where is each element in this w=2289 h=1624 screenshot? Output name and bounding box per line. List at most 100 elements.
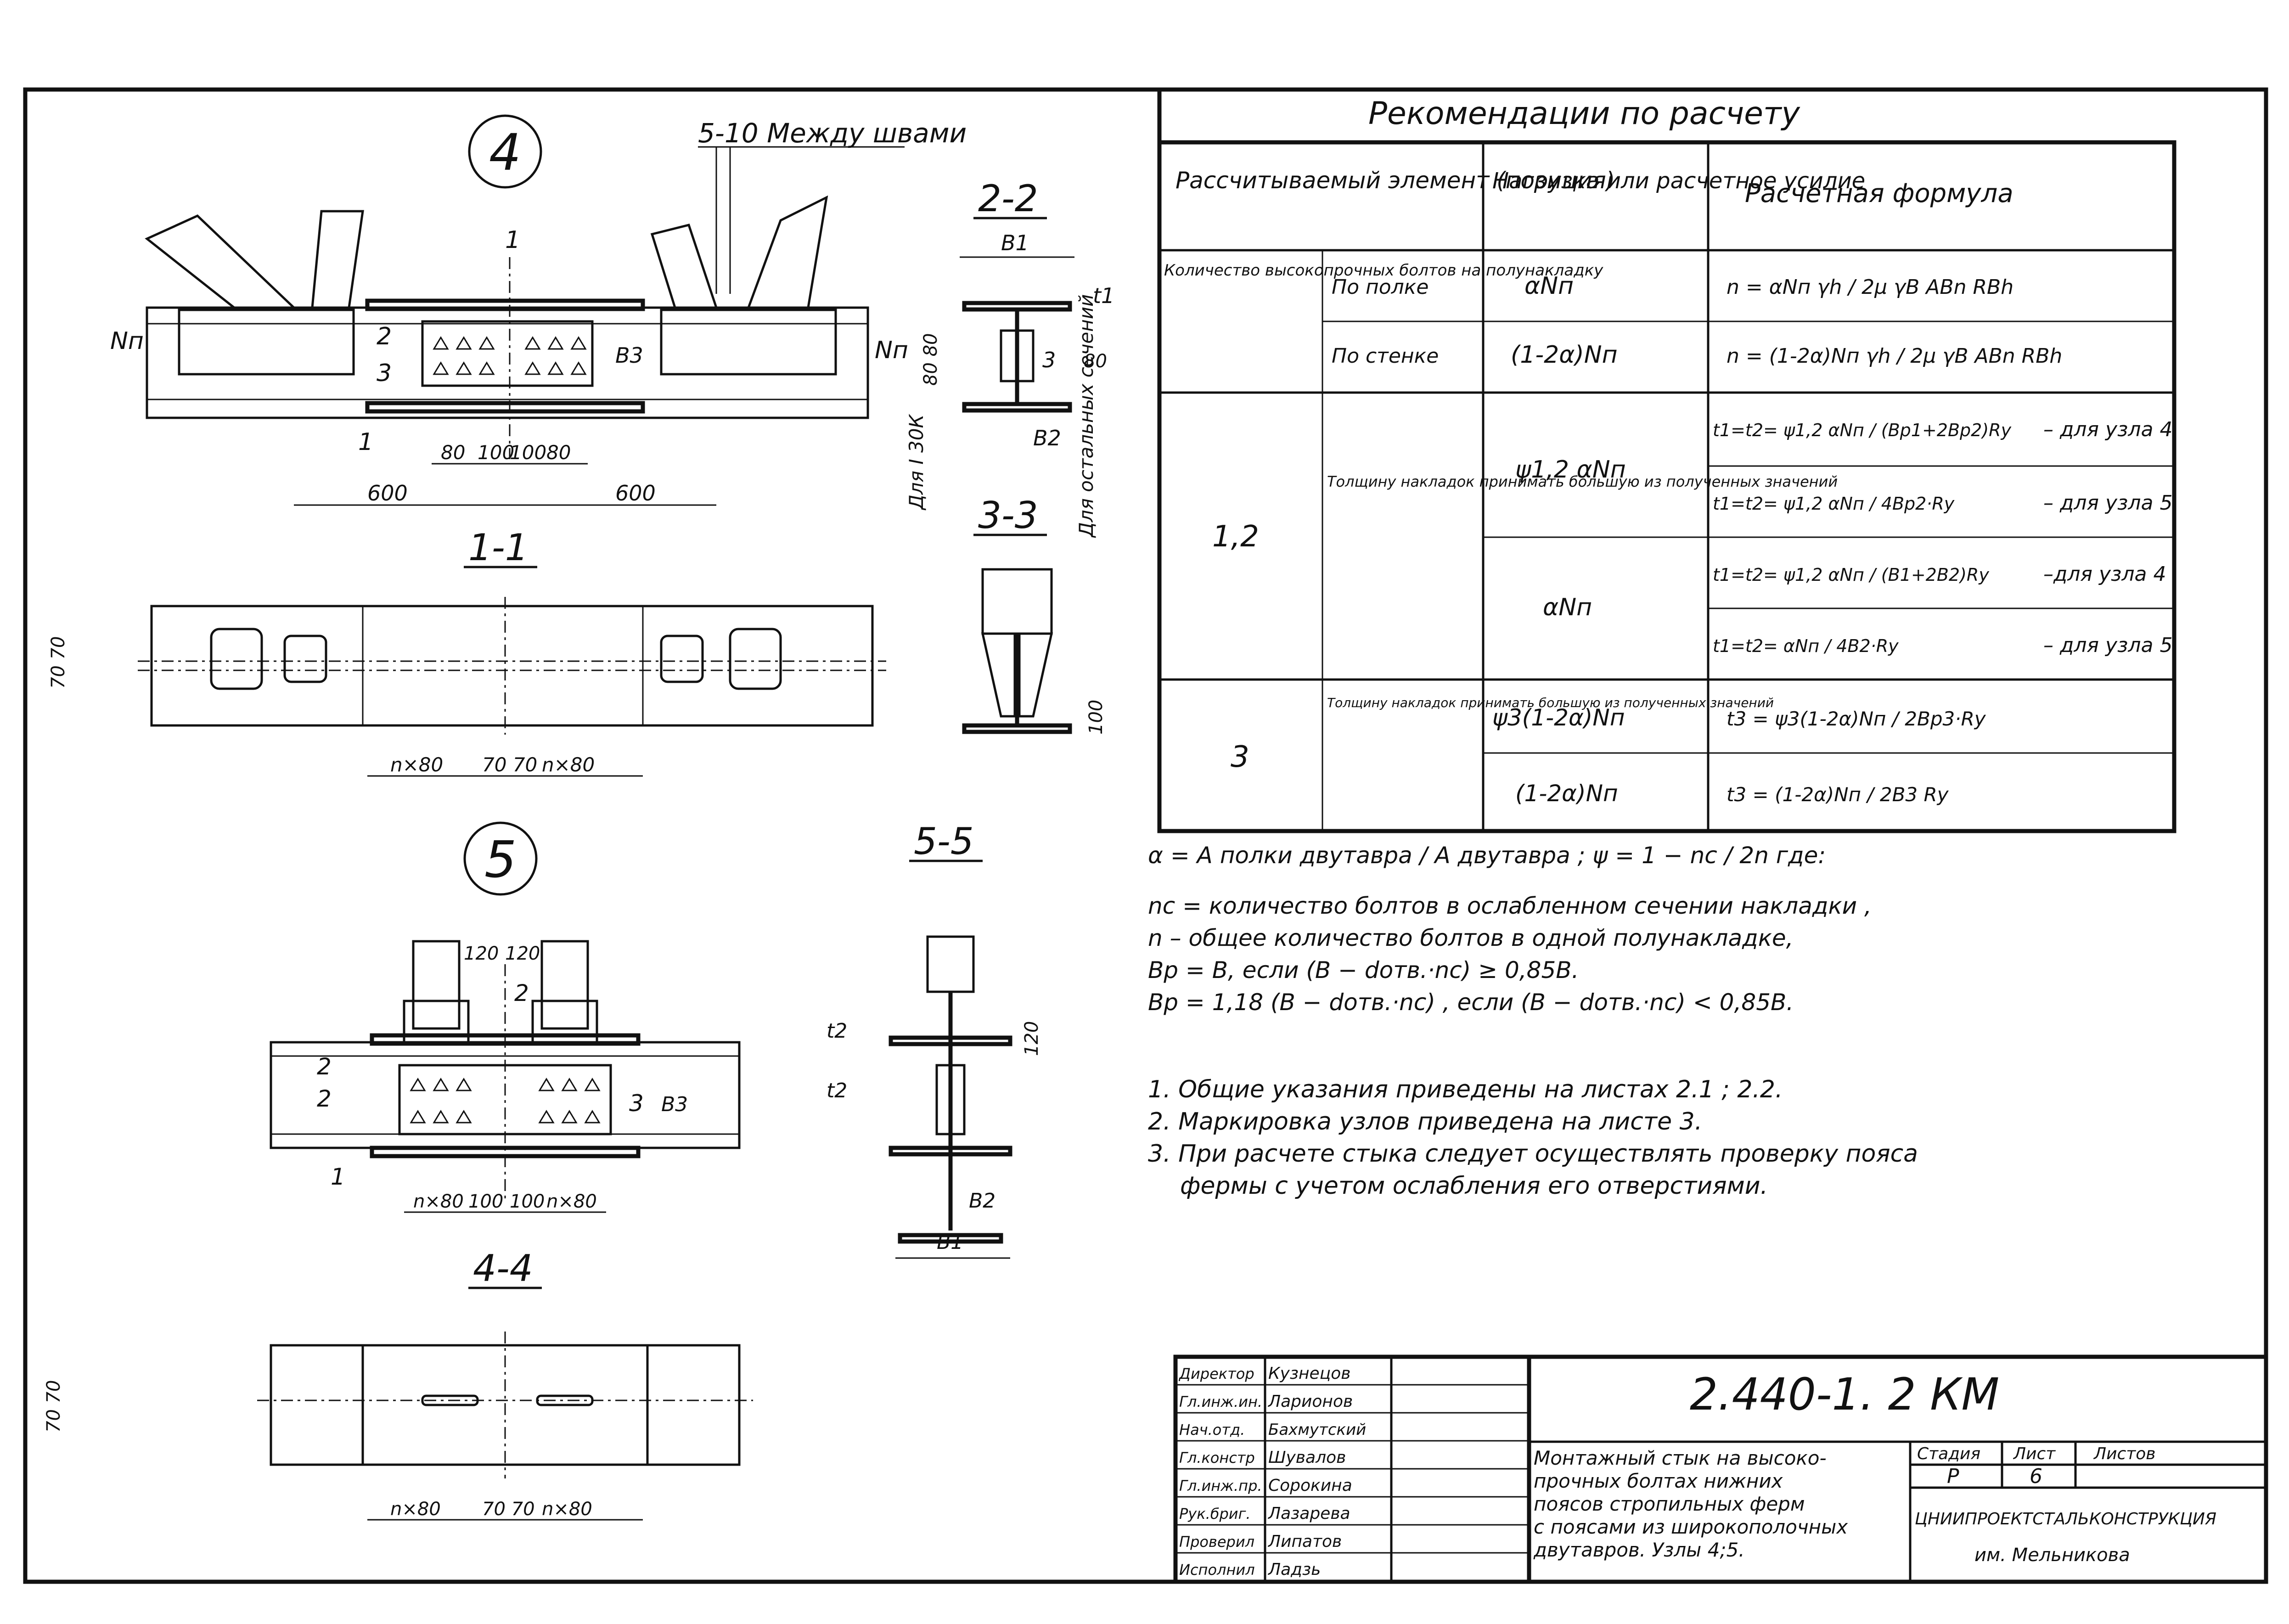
stage-label: Стадия xyxy=(1917,1444,1980,1463)
sec-5-5-title: 5-5 xyxy=(914,820,974,863)
sec-1-1-title: 1-1 xyxy=(468,526,529,569)
node5-pos2-b: 2 xyxy=(317,1085,332,1112)
section-4-4: 4-4 n×80 70 70 n×80 70 70 xyxy=(43,1247,753,1521)
sheet-frame xyxy=(23,87,2268,1584)
pos-3: 3 xyxy=(377,360,392,387)
sec44-n80-b: n×80 xyxy=(542,1499,592,1520)
name-0: Кузнецов xyxy=(1268,1364,1350,1383)
sec22-8080: 80 80 xyxy=(920,333,941,386)
row6-sub: Толщину накладок принимать большую из по… xyxy=(1327,695,1774,710)
pos-1-top: 1 xyxy=(505,226,520,254)
node-4-marker xyxy=(468,114,542,189)
section-1-1: 1-1 n×80 70 70 n×80 70 70 xyxy=(48,526,886,777)
row4-formula: t1=t2= ψ1,2 αNп / (B1+2B2)Ry xyxy=(1713,565,1989,585)
def-4: Bp = 1,18 (B − dотв.·nc) , если (B − dот… xyxy=(1148,989,1794,1016)
node5-pos3: 3 xyxy=(629,1090,644,1117)
row3-formula: t1=t2= ψ1,2 αNп / 4Bp2·Ry xyxy=(1713,494,1955,514)
name-2: Бахмутский xyxy=(1268,1421,1366,1439)
sec11-n80-left: n×80 xyxy=(390,753,443,776)
role-3: Гл.констр xyxy=(1179,1449,1255,1467)
dim-600-right: 600 xyxy=(615,481,656,506)
sec44-7070: 70 70 xyxy=(482,1499,535,1520)
org-name-2: им. Мельникова xyxy=(1974,1545,2130,1566)
node5-n80-a: n×80 xyxy=(413,1191,464,1212)
sec55-t2-a: t2 xyxy=(827,1019,847,1043)
node5-120b: 120 xyxy=(505,943,540,964)
section-2-2: 2-2 B1 t1 3 80 80 80 B2 Для I 30К Для ос… xyxy=(905,177,1114,538)
note-1: 1. Общие указания приведены на листах 2.… xyxy=(1148,1076,1783,1103)
row5-formula: t1=t2= αNп / 4B2·Ry xyxy=(1713,636,1899,656)
name-5: Лазарева xyxy=(1267,1504,1350,1523)
row6-element: 3 xyxy=(1231,740,1249,774)
name-1: Ларионов xyxy=(1267,1392,1353,1411)
sec11-70-side: 70 70 xyxy=(48,636,69,689)
def-1: nc = количество болтов в ослабленном сеч… xyxy=(1148,893,1872,919)
sec33-100: 100 xyxy=(1085,700,1107,735)
desc-2: поясов стропильных ферм xyxy=(1534,1493,1805,1515)
row4-note: –для узла 4 xyxy=(2043,562,2166,586)
row0-element: Количество высокопрочных болтов на полун… xyxy=(1164,261,1603,280)
name-3: Шувалов xyxy=(1268,1448,1346,1467)
sec22-3: 3 xyxy=(1042,348,1056,372)
node-4-elevation: 4 5-10 Между швами Nп Nп 1 2 xyxy=(110,114,967,506)
name-7: Ладзь xyxy=(1267,1560,1321,1579)
for-other: Для остальных сечений xyxy=(1075,294,1097,538)
node-4-number: 4 xyxy=(489,123,521,182)
role-5: Рук.бриг. xyxy=(1179,1505,1251,1523)
sec55-b1: B1 xyxy=(937,1231,963,1254)
node5-pos2-top: 2 xyxy=(514,980,529,1006)
node-5-elevation: 5 120 120 2 2 2 3 B3 1 n×80 100 100 n×80 xyxy=(270,821,741,1213)
sec22-b1: B1 xyxy=(1001,230,1029,255)
row4-load: αNп xyxy=(1543,594,1592,621)
sec22-b2: B2 xyxy=(1033,426,1061,450)
weld-note: 5-10 Между швами xyxy=(698,118,967,149)
node5-b3: B3 xyxy=(661,1093,688,1116)
recommendations-table: Рекомендации по расчету Рассчитываемый э… xyxy=(1157,90,2177,833)
note-2: 2. Маркировка узлов приведена на листе 3… xyxy=(1148,1108,1702,1135)
row2-note: – для узла 4 xyxy=(2043,418,2173,441)
section-5-5: 5-5 t2 t2 120 B2 B1 xyxy=(827,820,1042,1259)
force-left: Nп xyxy=(110,327,144,355)
row1-formula: n = (1-2α)Nп γh / 2μ γB ABn RBh xyxy=(1727,344,2062,368)
node5-pos1: 1 xyxy=(331,1163,345,1190)
row5-note: – для узла 5 xyxy=(2043,634,2173,657)
dim-100-a: 100 xyxy=(478,441,514,464)
title-block: 2.440-1. 2 КМ Директор Кузнецов Гл.инж.и… xyxy=(1173,1354,2268,1584)
b3-label: B3 xyxy=(615,343,643,368)
def-0: α = A полки двутавра / A двутавра ; ψ = … xyxy=(1148,842,1826,869)
sec44-70-side: 70 70 xyxy=(43,1380,64,1433)
row3-note: – для узла 5 xyxy=(2043,491,2173,515)
sec11-n80-right: n×80 xyxy=(542,753,595,776)
row6-load: ψ3(1-2α)Nп xyxy=(1492,704,1625,731)
sec11-7070: 70 70 xyxy=(482,753,537,776)
hdr-load: Нагрузка или расчетное усилие xyxy=(1492,168,1865,194)
role-7: Исполнил xyxy=(1179,1561,1255,1579)
section-3-3: 3-3 100 xyxy=(962,494,1107,735)
for-i30k: Для I 30К xyxy=(905,414,928,511)
dim-80-a: 80 xyxy=(441,441,465,464)
definitions: α = A полки двутавра / A двутавра ; ψ = … xyxy=(1148,842,1872,1016)
org-name: ЦНИИПРОЕКТСТАЛЬКОНСТРУКЦИЯ xyxy=(1915,1510,2216,1528)
role-6: Проверил xyxy=(1179,1533,1254,1551)
notes: 1. Общие указания приведены на листах 2.… xyxy=(1148,1076,1918,1200)
role-4: Гл.инж.пр. xyxy=(1179,1477,1262,1495)
row7-load: (1-2α)Nп xyxy=(1515,780,1618,807)
sec-3-3-title: 3-3 xyxy=(978,494,1038,537)
doc-code: 2.440-1. 2 КМ xyxy=(1690,1369,1999,1420)
dim-80-b: 80 xyxy=(546,441,571,464)
row0-sub: По полке xyxy=(1332,275,1429,299)
node-5-number: 5 xyxy=(484,830,517,889)
row0-load: αNп xyxy=(1524,272,1574,300)
desc-0: Монтажный стык на высоко- xyxy=(1534,1447,1827,1469)
node5-100b: 100 xyxy=(510,1191,545,1212)
sec55-t2-b: t2 xyxy=(827,1079,847,1102)
sec-4-4-title: 4-4 xyxy=(473,1247,533,1290)
note-3: 3. При расчете стыка следует осуществлят… xyxy=(1148,1140,1918,1168)
sec55-120: 120 xyxy=(1021,1021,1042,1056)
sheet-value: 6 xyxy=(2030,1465,2042,1488)
node-5-marker xyxy=(463,821,538,896)
row1-sub: По стенке xyxy=(1332,344,1439,368)
role-0: Директор xyxy=(1178,1365,1254,1382)
sec22-80: 80 xyxy=(1084,351,1107,372)
bolt-marks-node4 xyxy=(433,336,587,375)
